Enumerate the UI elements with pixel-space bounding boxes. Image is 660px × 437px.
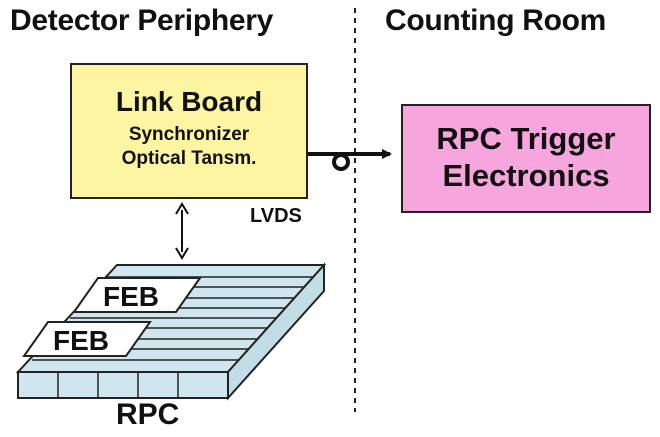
rpc-trigger-line1: RPC Trigger (436, 121, 616, 156)
link-board-line-synchronizer: Synchronizer (128, 124, 250, 145)
feb-top-label: FEB (103, 281, 159, 312)
link-board-box: Link Board Synchronizer Optical Tansm. (70, 63, 308, 199)
link-board-title: Link Board (115, 86, 263, 117)
rpc-trigger-box: RPC Trigger Electronics (401, 104, 651, 213)
detector-periphery-heading: Detector Periphery (10, 4, 274, 37)
link-board-line-optical: Optical Tansm. (121, 148, 257, 169)
counting-room-heading: Counting Room (385, 4, 607, 37)
feb-card-bottom: FEB (22, 321, 152, 357)
feb-bottom-label: FEB (53, 325, 109, 356)
rpc-trigger-line2: Electronics (442, 158, 610, 193)
lvds-label: LVDS (250, 205, 302, 227)
optical-fiber-icon (332, 153, 350, 171)
rpc-label: RPC (116, 398, 180, 431)
feb-card-top: FEB (72, 277, 202, 313)
